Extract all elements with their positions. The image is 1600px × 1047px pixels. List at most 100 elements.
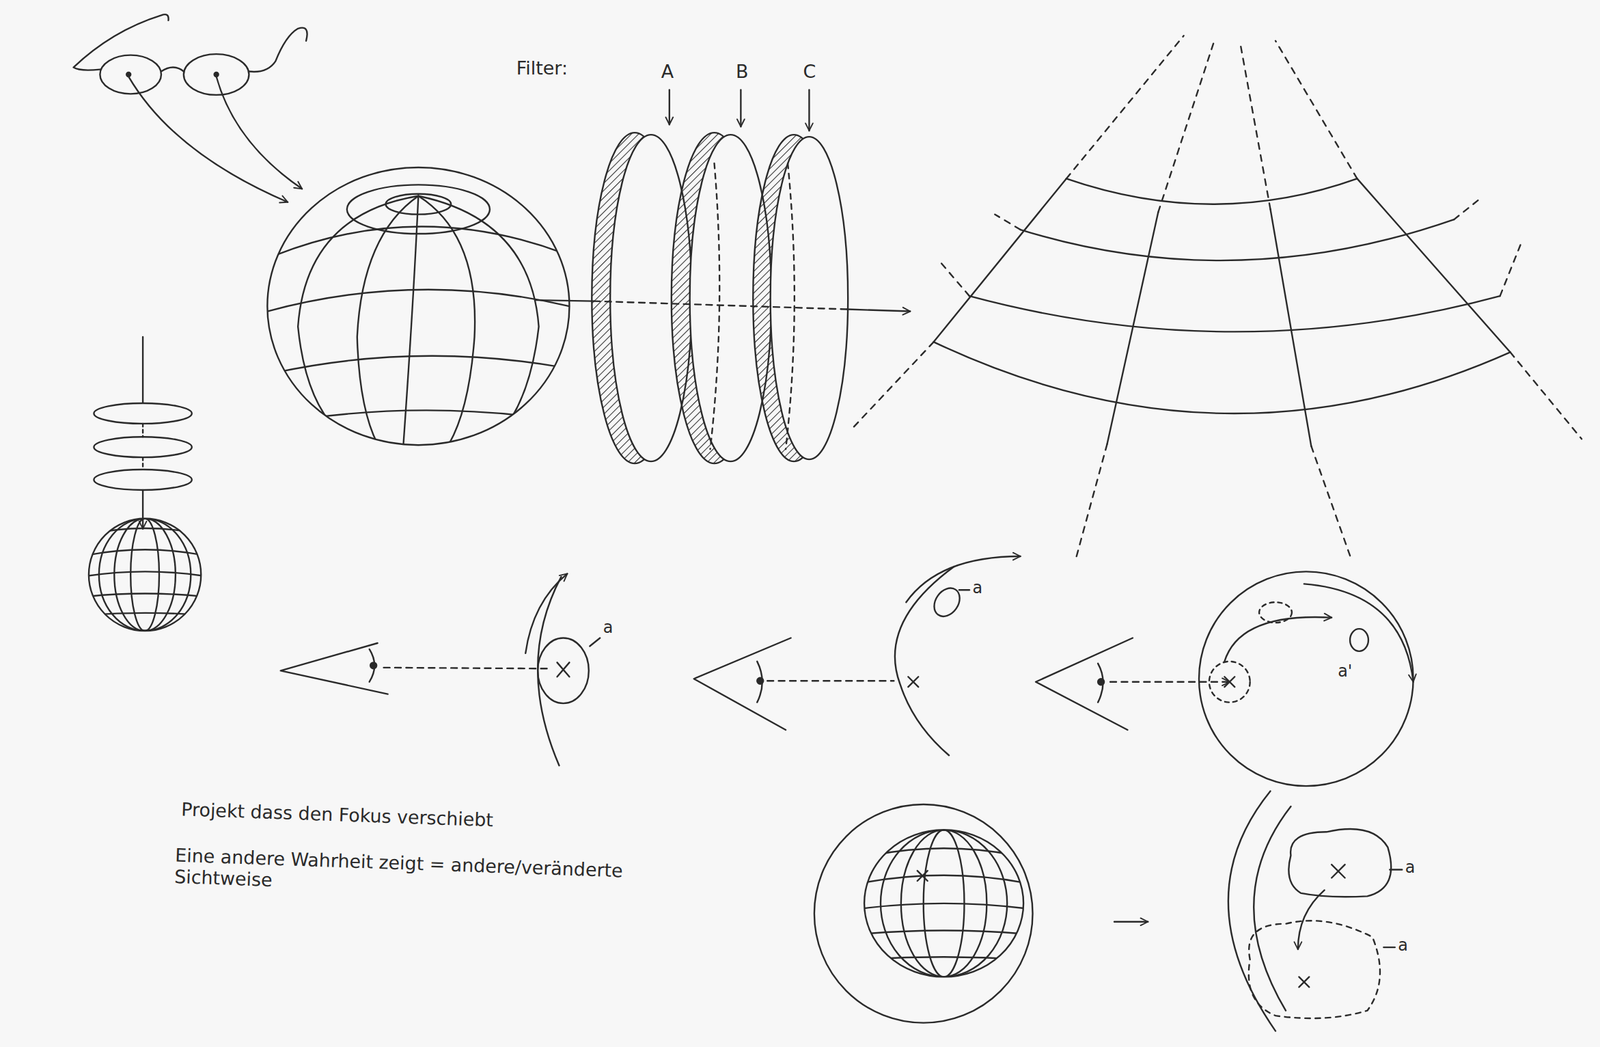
eye-focus-one-stroke: [525, 573, 568, 654]
shifted-focus-blob: [1228, 791, 1402, 1031]
filter-letter: C: [802, 61, 816, 83]
eye-focus-one-stroke: [370, 661, 377, 669]
map-projection-stroke: [1275, 40, 1357, 179]
eye-focus-three-stroke: [1198, 571, 1414, 786]
filter-heading: Filter:: [516, 58, 568, 80]
eye-focus-two-stroke: [694, 638, 792, 730]
part-letter: a: [1405, 858, 1416, 877]
globe-in-circle-stroke: [814, 804, 1033, 1023]
eye-focus-three-stroke: [1224, 676, 1235, 687]
globe-large-stroke: [275, 226, 563, 256]
globe-in-circle-stroke: [862, 875, 1026, 883]
map-projection: [851, 35, 1582, 561]
filter-discs-stroke: [668, 89, 671, 125]
filter-discs-stroke: [535, 299, 594, 301]
eye-focus-one-stroke: [537, 638, 589, 704]
filter-letter: A: [661, 61, 674, 83]
globe-in-circle-stroke: [862, 847, 1026, 857]
part-letter: a: [1397, 935, 1409, 955]
glasses-stroke: [248, 28, 307, 72]
eye-focus-one-stroke: [280, 642, 389, 695]
globe-large-stroke: [418, 196, 475, 445]
stacked-filters-small-globe-stroke: [93, 436, 192, 458]
globe-large-stroke: [267, 289, 570, 312]
stacked-filters-small-globe-stroke: [142, 457, 144, 470]
filter-discs-stroke: [593, 301, 847, 310]
globe-in-circle: [814, 804, 1148, 1023]
shifted-focus-blob-stroke: [1298, 976, 1309, 987]
stacked-filters-small-globe-stroke: [81, 612, 210, 616]
stacked-filters-small-globe-stroke: [81, 593, 210, 598]
filter-discs-stroke: [710, 163, 721, 449]
shifted-focus-blob-stroke: [1228, 791, 1276, 1031]
stacked-filters-small-globe-stroke: [142, 489, 144, 529]
globe-large: [267, 167, 570, 449]
stacked-filters-small-globe-stroke: [81, 571, 210, 576]
eye-focus-two-stroke: [907, 676, 919, 687]
shifted-focus-blob-stroke: [1253, 806, 1291, 1011]
glasses-stroke: [161, 67, 184, 72]
map-projection-stroke: [851, 35, 1582, 561]
glasses-stroke: [99, 55, 162, 95]
glasses-stroke: [216, 76, 302, 189]
globe-in-circle-stroke: [862, 903, 1026, 908]
globe-large-stroke: [306, 409, 531, 419]
eye-focus-one-stroke: [557, 661, 570, 677]
map-projection-stroke: [1066, 35, 1184, 179]
map-projection-stroke: [1311, 446, 1353, 562]
part-letter: a: [603, 618, 614, 637]
project-note: Projekt dass den Fokus verschiebt: [181, 799, 494, 832]
globe-large-stroke: [267, 184, 570, 449]
glasses-stroke: [128, 76, 288, 203]
stacked-filters-small-globe-stroke: [142, 336, 144, 404]
shifted-focus-blob-stroke: [1383, 946, 1395, 948]
filter-discs-stroke: [847, 309, 911, 312]
globe-in-circle-stroke: [862, 829, 1026, 977]
eye-focus-three-stroke: [1110, 681, 1230, 683]
globe-large-stroke: [275, 355, 563, 373]
globe-large-stroke: [418, 196, 539, 434]
eye-focus-two-stroke: [929, 582, 966, 622]
filter-letter: B: [735, 61, 749, 83]
stacked-filters-small-globe-stroke: [81, 549, 210, 557]
map-projection-stroke: [1020, 219, 1455, 261]
map-projection-stroke: [1076, 444, 1108, 557]
filter-discs-stroke: [808, 89, 810, 131]
map-projection-stroke: [1510, 351, 1583, 439]
shifted-focus-blob-stroke: [1248, 920, 1381, 1018]
eye-focus-one-stroke: [589, 638, 600, 647]
globe-large-stroke: [403, 196, 419, 449]
eye-focus-three-stroke: [1097, 678, 1105, 685]
map-projection-stroke: [969, 295, 1501, 332]
map-projection-stroke: [938, 260, 970, 296]
stacked-filters-small-globe-stroke: [93, 469, 192, 490]
filter-discs: [535, 89, 910, 464]
map-projection-stroke: [1453, 198, 1480, 220]
stacked-filters-small-globe-stroke: [81, 518, 210, 631]
eye-focus-two-stroke: [959, 588, 970, 591]
globe-in-circle-stroke: [862, 929, 1026, 934]
shifted-focus-blob-stroke: [1389, 868, 1402, 870]
eye-focus-two-stroke: [905, 556, 1020, 602]
stacked-filters-small-globe-stroke: [93, 403, 192, 424]
eye-focus-three-stroke: [1349, 628, 1369, 652]
map-projection-stroke: [1270, 209, 1312, 447]
eye-focus-two-stroke: [767, 679, 894, 682]
part-letter: a': [1337, 661, 1353, 681]
eye-focus-two: [694, 556, 1021, 755]
eye-focus-three-stroke: [1035, 638, 1133, 730]
map-projection-stroke: [994, 214, 1020, 230]
eye-focus-two-stroke: [756, 677, 764, 684]
shifted-focus-blob-stroke: [1298, 889, 1325, 949]
map-projection-stroke: [1157, 40, 1215, 213]
glasses-stroke: [183, 53, 250, 95]
filter-discs-stroke: [655, 97, 668, 125]
globe-in-circle-stroke: [862, 956, 1026, 960]
eye-focus-two-stroke: [894, 566, 955, 755]
part-letter: a: [972, 578, 983, 598]
filter-discs-stroke: [739, 89, 742, 127]
globe-in-circle-stroke: [917, 870, 928, 881]
filter-discs-stroke: [770, 136, 849, 460]
